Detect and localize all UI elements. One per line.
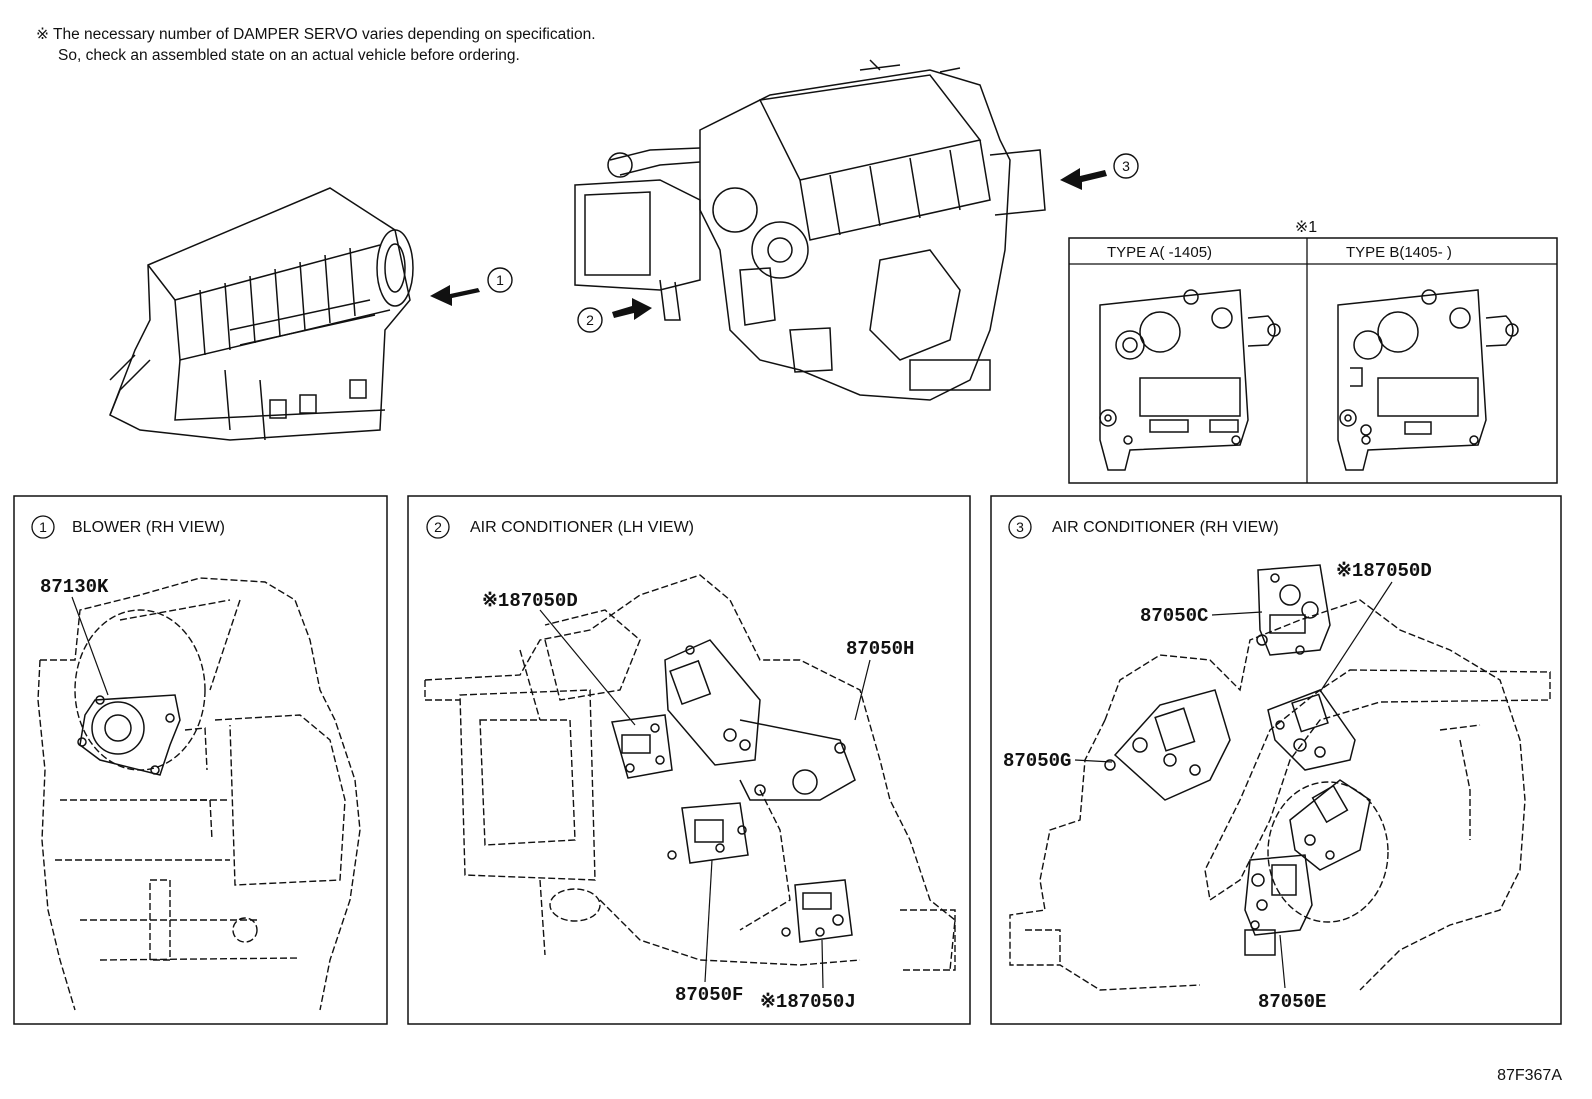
callout-arrow-1: 1 bbox=[430, 267, 513, 306]
type-a-servo-drawing bbox=[1099, 289, 1281, 471]
callout-arrow-2: 2 bbox=[577, 298, 652, 333]
servo-87050c-drawing bbox=[1256, 564, 1331, 656]
part-87050e-label: 87050E bbox=[1258, 991, 1326, 1013]
figure-code: 87F367A bbox=[1497, 1067, 1562, 1084]
panel-1-number: 1 bbox=[39, 519, 47, 535]
part-87050g-label: 87050G bbox=[1003, 750, 1071, 772]
servo-87050f-drawing bbox=[667, 802, 749, 864]
panel-3-title: AIR CONDITIONER (RH VIEW) bbox=[1052, 519, 1279, 536]
part-87050d-lh-label: ※187050D bbox=[482, 590, 578, 612]
panel-1-blower: 1 BLOWER (RH VIEW) 87130K bbox=[13, 495, 388, 1025]
part-87050j-label: ※187050J bbox=[760, 991, 856, 1013]
blower-unit-drawing bbox=[109, 187, 414, 441]
panel-3-number: 3 bbox=[1016, 519, 1024, 535]
panel-3-air-conditioner-rh: 3 AIR CONDITIONER (RH VIEW) bbox=[990, 495, 1562, 1025]
type-box-marker: ※1 bbox=[1295, 219, 1317, 236]
type-a-label: TYPE A( -1405) bbox=[1107, 244, 1212, 261]
panel-1-title: BLOWER (RH VIEW) bbox=[72, 519, 225, 536]
note-line-1: ※ The necessary number of DAMPER SERVO v… bbox=[36, 26, 596, 43]
servo-87050h-drawing bbox=[664, 639, 856, 801]
servo-87050j-drawing bbox=[781, 879, 853, 943]
callout-3-label: 3 bbox=[1122, 158, 1130, 174]
part-87050c-label: 87050C bbox=[1140, 605, 1208, 627]
panel-2-title: AIR CONDITIONER (LH VIEW) bbox=[470, 519, 694, 536]
servo-87050d-lh-drawing bbox=[611, 714, 673, 779]
part-87050f-label: 87050F bbox=[675, 984, 743, 1006]
panel-2-number: 2 bbox=[434, 519, 442, 535]
blower-motor-87130k-drawing bbox=[77, 694, 181, 776]
note-line-2: So, check an assembled state on an actua… bbox=[58, 47, 520, 64]
type-b-label: TYPE B(1405- ) bbox=[1346, 244, 1452, 261]
part-87050d-rh-label: ※187050D bbox=[1336, 560, 1432, 582]
servo-87050g-drawing bbox=[1104, 689, 1231, 801]
callout-1-label: 1 bbox=[496, 272, 504, 288]
part-87130k-label: 87130K bbox=[40, 576, 109, 598]
part-87050h-label: 87050H bbox=[846, 638, 914, 660]
type-comparison-box: ※1 TYPE A( -1405) TYPE B(1405- ) bbox=[1068, 219, 1558, 484]
panel-2-air-conditioner-lh: 2 AIR CONDITIONER (LH VIEW) bbox=[407, 495, 971, 1025]
servo-87050e-drawing bbox=[1244, 854, 1313, 956]
specification-note: ※ The necessary number of DAMPER SERVO v… bbox=[36, 24, 596, 66]
callout-2-label: 2 bbox=[586, 312, 594, 328]
callout-arrow-3: 3 bbox=[1060, 153, 1139, 190]
type-b-servo-drawing bbox=[1337, 289, 1519, 471]
air-conditioner-unit-drawing bbox=[574, 59, 1046, 401]
servo-87050d-rh-drawing bbox=[1267, 689, 1356, 771]
servo-rh-lower-drawing bbox=[1289, 779, 1371, 871]
